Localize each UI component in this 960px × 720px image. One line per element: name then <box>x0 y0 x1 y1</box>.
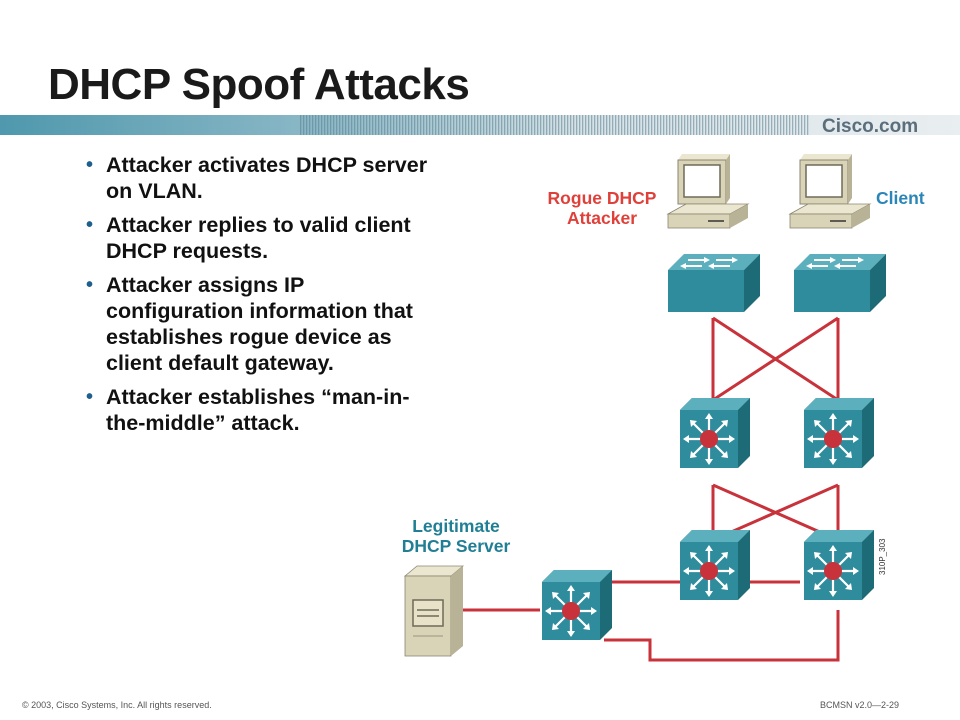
server-label-line1: Legitimate <box>412 516 500 536</box>
cisco-brand-label: Cisco.com <box>822 116 919 137</box>
client-label: Client <box>876 188 925 208</box>
server-icon <box>404 565 464 657</box>
workgroup-switch-icon <box>793 253 887 313</box>
client-pc-icon <box>789 153 871 229</box>
footer-course-page: BCMSN v2.0—2-29 <box>820 700 900 710</box>
network-diagram <box>404 153 887 662</box>
bullet-item: • Attacker establishes “man-in-the-middle… <box>86 384 446 436</box>
layer3-switch-icon <box>678 528 752 602</box>
bullet-item: • Attacker activates DHCP server on VLAN. <box>86 152 446 204</box>
bullet-list: • Attacker activates DHCP server on VLAN.… <box>86 152 446 444</box>
layer3-switch-icon <box>802 396 876 470</box>
layer3-switch-icon <box>802 528 876 602</box>
bullet-text: Attacker activates DHCP server on VLAN. <box>106 153 428 203</box>
bullet-text: Attacker establishes “man-in-the-middle”… <box>106 385 410 435</box>
rogue-attacker-pc-icon <box>667 153 749 229</box>
workgroup-switch-icon <box>667 253 761 313</box>
server-label-line2: DHCP Server <box>401 536 511 556</box>
layer3-switch-icon <box>678 396 752 470</box>
rogue-label-line2: Attacker <box>566 208 638 228</box>
bullet-dot-icon: • <box>86 214 94 236</box>
bullet-text: Attacker replies to valid client DHCP re… <box>106 213 411 263</box>
network-links <box>460 316 840 662</box>
bullet-item: • Attacker assigns IP configuration infor… <box>86 272 446 376</box>
legitimate-server-label: Legitimate DHCP Server <box>388 516 524 556</box>
bullet-dot-icon: • <box>86 154 94 176</box>
title-underline-bar <box>0 115 960 135</box>
bullet-item: • Attacker replies to valid client DHCP r… <box>86 212 446 264</box>
rogue-label-line1: Rogue DHCP <box>547 188 657 208</box>
rogue-dhcp-label: Rogue DHCP Attacker <box>540 188 664 228</box>
bullet-dot-icon: • <box>86 386 94 408</box>
figure-id: 310P_303 <box>878 538 887 575</box>
bullet-dot-icon: • <box>86 274 94 296</box>
bullet-text: Attacker assigns IP configuration inform… <box>106 273 413 375</box>
layer3-switch-icon <box>540 568 614 642</box>
slide-title: DHCP Spoof Attacks <box>48 60 470 109</box>
footer-copyright: © 2003, Cisco Systems, Inc. All rights r… <box>22 700 212 710</box>
